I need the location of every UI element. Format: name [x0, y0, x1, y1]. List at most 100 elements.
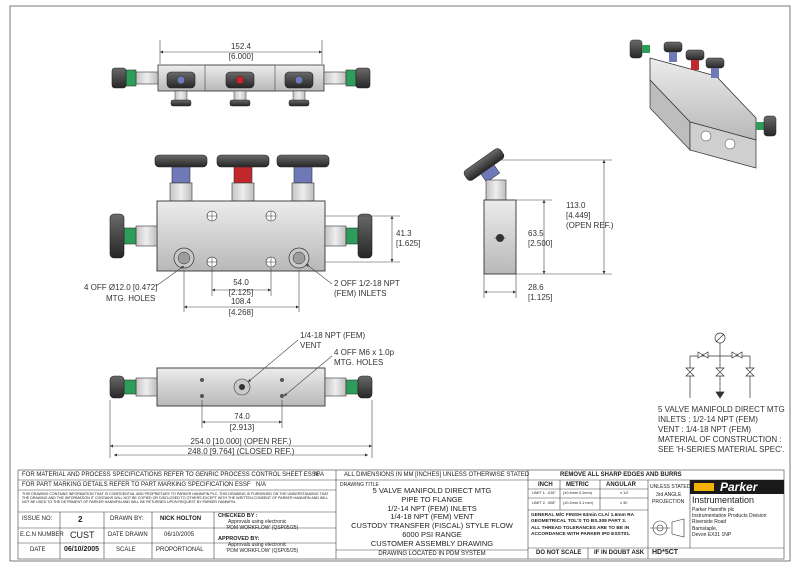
tol-row1-inch: LIMIT 1. .016"	[532, 491, 556, 495]
title-line: CUSTOMER ASSEMBLY DRAWING	[370, 538, 494, 548]
title-line: PIPE TO FLANGE	[401, 494, 463, 504]
third-angle-label: 3rd ANGLE	[656, 492, 682, 498]
bottom-view: 1/4-18 NPT (FEM) VENT 4 OFF M6 x 1.0p MT…	[109, 331, 395, 458]
general-note-line: ALL THREAD TOLERANCES ARE TO BE IN	[531, 525, 630, 531]
note-m6-1: 4 OFF M6 x 1.0p	[334, 348, 395, 357]
tol-row2-metric: (±0.2mm 0.1 mm)	[563, 501, 593, 505]
dim-side-height-mm: 63.5	[528, 229, 544, 238]
dimensions-note: ALL DIMENSIONS IN MM [INCHES] UNLESS OTH…	[344, 472, 530, 478]
drawing-title-label: DRAWING TITLE	[340, 482, 379, 488]
title-line: CUSTODY TRANSFER (FISCAL) STYLE FLOW	[351, 521, 513, 531]
top-view: 152.4 [6.000]	[111, 40, 371, 107]
address-line: Devon EX31 1NP	[692, 531, 732, 538]
parker-logo: Parker	[690, 480, 784, 494]
approved-by-label: APPROVED BY:	[218, 536, 260, 542]
dim-vent-pitch-mm: 74.0	[234, 412, 250, 421]
tol-row1-angular: ± 1/2	[620, 491, 629, 495]
spec-line: SEE 'H-SERIES MATERIAL SPEC'.	[658, 445, 785, 454]
title-block-grid	[17, 469, 785, 560]
address-line: Riverside Road	[692, 519, 727, 526]
date: 06/10/2005	[64, 546, 100, 553]
dim-top-width-mm: 152.4	[231, 42, 252, 51]
third-angle-projection-icon	[650, 518, 685, 538]
tol-metric-header: METRIC	[566, 482, 589, 488]
dim-side-depth-mm: 28.6	[528, 283, 544, 292]
isometric-view	[629, 39, 777, 169]
issue-no-label: ISSUE NO:	[22, 516, 53, 522]
dim-open-length: 254.0 [10.000] (OPEN REF.)	[191, 437, 292, 446]
brand-mark-icon	[694, 483, 714, 491]
dim-open-height-mm: 113.0	[566, 201, 586, 210]
dim-closed-length: 248.0 [9.764] (CLOSED REF.)	[188, 447, 295, 456]
tol-row2-angular: ± 30	[620, 501, 628, 505]
general-notes: GENERAL M/C FINISH 63min CLA/ 1.6mm RA G…	[531, 513, 634, 539]
company-address: Parker Hannifin plc Instrumentation Prod…	[692, 507, 766, 538]
dim-hole-pitch-in: [4.268]	[229, 308, 253, 317]
dim-hole-pitch-mm: 108.4	[231, 297, 252, 306]
spec-line: 5 VALVE MANIFOLD DIRECT MTG	[658, 405, 785, 414]
address-line: Instrumentation Products Division	[692, 513, 767, 520]
title-line: 1/2-14 NPT (FEM) INLETS	[387, 503, 477, 513]
pdm-note: DRAWING LOCATED IN PDM SYSTEM	[378, 551, 486, 557]
dim-side-height-in: [2.500]	[528, 239, 552, 248]
spec-notes: 5 VALVE MANIFOLD DIRECT MTG INLETS : 1/2…	[658, 405, 785, 454]
tol-inch-header: INCH	[538, 482, 553, 488]
address-line: Barnstaple,	[692, 525, 718, 532]
front-view: 41.3 [1.625] 54.0 [2.125] 108.4 [4.268] …	[84, 154, 420, 317]
general-note-line: ACCORDANCE WITH PARKER IPD ESST01.	[531, 532, 631, 538]
date-label: DATE	[30, 547, 46, 553]
note-inlets-2: (FEM) INLETS	[334, 289, 386, 298]
material-ref: FOR MATERIAL AND PROCESS SPECIFICATIONS …	[22, 472, 320, 478]
drawn-by-label: DRAWN BY:	[110, 516, 144, 522]
note-m6-2: MTG. HOLES	[334, 358, 383, 367]
ecn-label: E.C.N NUMBER	[20, 532, 64, 538]
approved-by-line: 'PDM WORKFLOW' (QSP05/25)	[226, 548, 299, 554]
note-mtg-holes-1: 4 OFF Ø12.0 [0.472]	[84, 283, 157, 292]
checked-by-label: CHECKED BY :	[218, 513, 258, 519]
projection-label: PROJECTION	[652, 499, 685, 505]
brand-name: Parker	[720, 480, 758, 494]
side-view: 113.0 [4.449] (OPEN REF.) 63.5 [2.500] 2…	[463, 148, 614, 302]
drawing-number: HD*5CT	[652, 549, 679, 556]
marking-ref-value: N/A	[256, 482, 267, 488]
tol-row2-inch: LIMIT 2. .008"	[532, 501, 556, 505]
date-drawn-label: DATE DRAWN	[108, 532, 148, 538]
spec-line: VENT : 1/4-18 NPT (FEM)	[658, 425, 751, 434]
material-ref-value: N/A	[314, 472, 325, 478]
checked-by-line: Approvals using electronic	[228, 519, 287, 525]
confidential-notice: THIS DRAWING CONTAINS INFORMATION THAT I…	[22, 492, 329, 505]
sheet-border	[9, 5, 791, 562]
drawn-by: NICK HOLTON	[160, 516, 202, 522]
general-note-line: GENERAL M/C FINISH 63min CLA/ 1.6mm RA	[531, 513, 635, 518]
spec-line: INLETS : 1/2-14 NPT (FEM)	[658, 415, 758, 424]
title-line: 1/4-18 NPT (FEM) VENT	[390, 512, 474, 522]
title-line: 6000 PSI RANGE	[402, 529, 462, 539]
note-inlets-1: 2 OFF 1/2-18 NPT	[334, 279, 400, 288]
dim-side-depth-in: [1.125]	[528, 293, 552, 302]
dim-vent-pitch-in: [2.913]	[230, 423, 254, 432]
dim-top-width-in: [6.000]	[229, 52, 253, 61]
title-line: 5 VALVE MANIFOLD DIRECT MTG	[372, 486, 492, 495]
dim-front-height-in: [1.625]	[396, 239, 420, 248]
scale-label: SCALE	[116, 547, 136, 553]
dim-open-height-in: [4.449]	[566, 211, 590, 220]
unless-stated: UNLESS STATED	[650, 484, 691, 490]
tol-angular-header: ANGULAR	[606, 482, 636, 488]
valve-schematic	[685, 332, 755, 399]
checked-by-line: 'PDM WORKFLOW' (QSP05/25)	[226, 525, 299, 531]
address-line: Parker Hannifin plc	[692, 507, 735, 513]
scale: PROPORTIONAL	[156, 547, 204, 553]
burrs-note: REMOVE ALL SHARP EDGES AND BURRS	[560, 472, 682, 478]
dim-inlet-pitch-in: [2.125]	[229, 288, 253, 297]
if-in-doubt: IF IN DOUBT ASK	[594, 550, 645, 556]
dim-inlet-pitch-mm: 54.0	[233, 278, 249, 287]
ecn-number: CUST	[70, 530, 95, 540]
issue-no: 2	[78, 515, 83, 524]
spec-line: MATERIAL OF CONSTRUCTION :	[658, 435, 782, 444]
note-vent-2: VENT	[300, 341, 321, 350]
division-name: Instrumentation	[692, 495, 755, 505]
marking-ref: FOR PART MARKING DETAILS REFER TO PART M…	[22, 482, 251, 488]
general-note-line: GEOMETRICAL TOL'S TO BS.308 PART 3.	[531, 519, 627, 525]
